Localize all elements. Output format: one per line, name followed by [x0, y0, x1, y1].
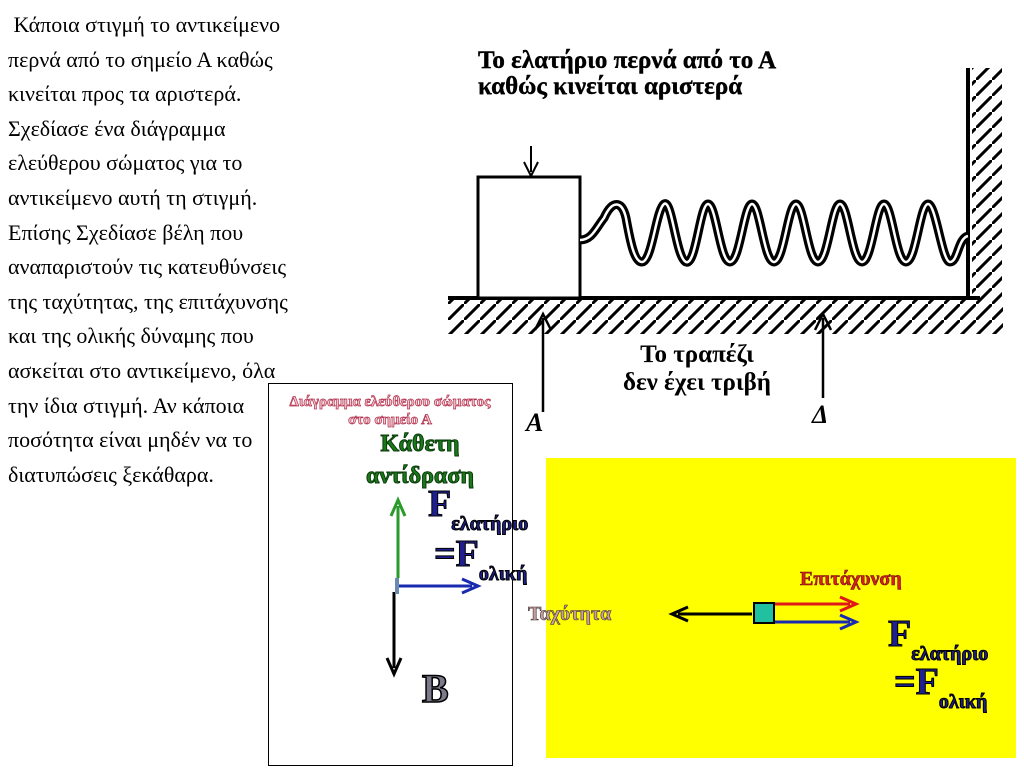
wall-hatching [972, 68, 1002, 300]
table-note: Το τραπέζι δεν έχει τριβή [622, 341, 771, 396]
figure-title: Το ελατήριο περνά από το Α καθώς κινείτα… [478, 47, 777, 100]
object-point [395, 578, 399, 594]
floor-hatching [448, 300, 1003, 334]
free-body-arrows [385, 496, 482, 678]
question-text: Κάποια στιγμή το αντικείμενο περνά από τ… [8, 12, 294, 487]
fbd-spring-force-label: Fελατήριο [427, 483, 529, 536]
motion-total-force-label: =Fολική [894, 661, 988, 714]
point-d-label: Δ [812, 400, 829, 429]
fbd-total-force-label: =Fολική [434, 533, 528, 586]
motion-spring-force-label: Fελατήριο [887, 613, 989, 666]
normal-force-label: Κάθετη αντίδραση [366, 431, 475, 490]
point-a-label: Α [526, 408, 544, 437]
block [476, 175, 582, 300]
free-body-diagram-box [268, 383, 513, 766]
object-square [753, 602, 775, 624]
velocity-label: Ταχύτητα [528, 603, 612, 626]
b-label: B [421, 665, 449, 712]
acceleration-label: Επιτάχυνση [800, 568, 902, 591]
spring [579, 199, 971, 267]
motion-panel [546, 458, 1016, 758]
spring-diagram [448, 68, 1003, 412]
fbd-caption: Διάγραμμα ελεύθερου σώματος στο σημείο Α [289, 394, 491, 429]
motion-arrows [668, 595, 860, 631]
